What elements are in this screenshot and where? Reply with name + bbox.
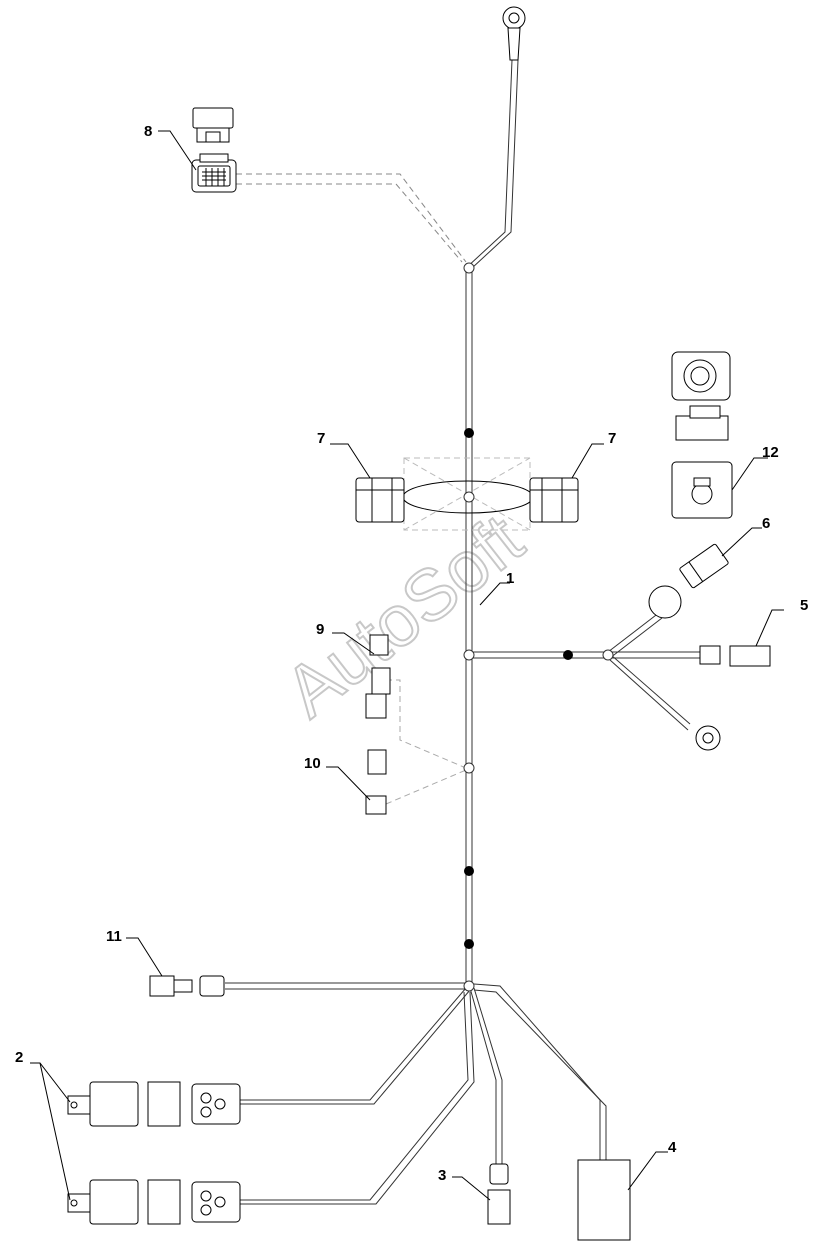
right-branch: [472, 543, 771, 751]
watermark: AutoSoft: [270, 499, 539, 734]
watermark-text: AutoSoft: [271, 500, 538, 733]
callout-12: 12: [762, 444, 779, 461]
callout-2: 2: [15, 1049, 23, 1066]
callout-3: 3: [438, 1167, 446, 1184]
callout-5: 5: [800, 597, 808, 614]
ring-terminal-top-branch: [465, 6, 526, 269]
callout-6: 6: [762, 515, 770, 532]
connector-8-dashed-routing: [236, 173, 467, 263]
connector-3: [487, 1163, 511, 1225]
callout-7-right: 7: [608, 430, 616, 447]
leader-lines: [30, 130, 784, 1201]
component-6: [679, 543, 729, 589]
callout-labels: 8 7 7 12 6 1 5 9 10 11 2 3 4: [15, 123, 808, 1184]
callout-11: 11: [106, 928, 122, 945]
callout-1: 1: [506, 570, 514, 587]
callout-9: 9: [316, 621, 324, 638]
connector-8: [191, 107, 237, 193]
main-trunk: [465, 268, 473, 985]
callout-10: 10: [304, 755, 321, 772]
connector-7-pair: [355, 457, 579, 531]
junction-points: [463, 262, 614, 992]
component-4: [577, 1159, 631, 1241]
connectors-9-10: [365, 634, 467, 815]
connector-11: [149, 975, 225, 997]
connector-2-lower: [67, 1179, 241, 1225]
callout-7-left: 7: [317, 430, 325, 447]
connector-2-upper: [67, 1081, 241, 1127]
bottom-fanout: [225, 982, 607, 1205]
component-12: [671, 351, 733, 519]
callout-4: 4: [668, 1139, 677, 1156]
callout-8: 8: [144, 123, 152, 140]
